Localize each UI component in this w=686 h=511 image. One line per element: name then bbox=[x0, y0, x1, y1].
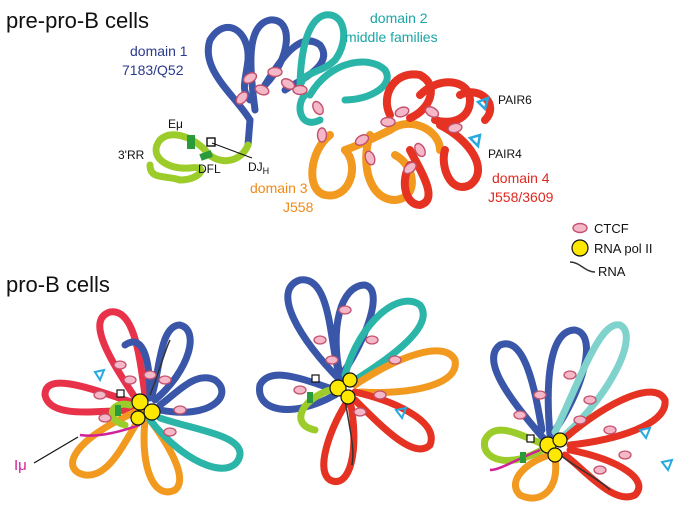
emu-marker bbox=[187, 135, 195, 149]
legend-rna-label: RNA bbox=[598, 264, 626, 279]
imu-pointer bbox=[33, 436, 79, 464]
legend-polii-label: RNA pol II bbox=[594, 241, 653, 256]
legend-rna-swatch bbox=[569, 261, 596, 273]
pair4-marker bbox=[467, 133, 482, 149]
domain-2-sub: middle families bbox=[345, 29, 438, 45]
legend: CTCF RNA pol II RNA bbox=[569, 221, 653, 279]
pair-elements bbox=[467, 95, 490, 149]
dj-box bbox=[206, 137, 216, 147]
legend-polii-swatch bbox=[571, 239, 589, 257]
domain-1-sub: 7183/Q52 bbox=[122, 62, 184, 78]
dj-label-sub: H bbox=[263, 166, 270, 176]
pro-b-rosette-1: Iμ bbox=[14, 308, 244, 496]
dfl-label: DFL bbox=[198, 162, 221, 176]
pair4-label: PAIR4 bbox=[488, 147, 522, 161]
domain-4-label: domain 4 bbox=[492, 170, 550, 186]
heading-pre-pro-b: pre-pro-B cells bbox=[6, 8, 149, 33]
dfl-marker bbox=[199, 150, 214, 161]
pro-b-rosette-3 bbox=[481, 321, 674, 502]
domain-3-loops bbox=[308, 120, 444, 205]
dj-label: DJH bbox=[248, 160, 269, 176]
dj-pointer bbox=[211, 142, 253, 159]
domain-2-label: domain 2 bbox=[370, 10, 428, 26]
domain-3-label: domain 3 bbox=[250, 180, 308, 196]
emu-label: Eμ bbox=[168, 117, 183, 131]
domain-4-sub: J558/3609 bbox=[488, 189, 554, 205]
pair6-label: PAIR6 bbox=[498, 93, 532, 107]
proximal-elements bbox=[187, 135, 253, 161]
legend-ctcf-swatch bbox=[572, 222, 588, 234]
proximal-loops bbox=[146, 131, 252, 184]
rr3-label: 3'RR bbox=[118, 148, 145, 162]
pre-pro-b-panel: pre-pro-B cells bbox=[6, 8, 554, 215]
imu-label: Iμ bbox=[14, 457, 27, 474]
pro-b-rosette-2 bbox=[256, 276, 459, 485]
legend-ctcf-label: CTCF bbox=[594, 221, 629, 236]
domain-1-label: domain 1 bbox=[130, 43, 188, 59]
dj-label-main: DJ bbox=[248, 160, 263, 174]
domain-3-sub: J558 bbox=[283, 199, 314, 215]
pair6-marker bbox=[475, 95, 490, 112]
heading-pro-b: pro-B cells bbox=[6, 272, 110, 297]
ctcf-sites-top bbox=[235, 66, 463, 175]
domain-2-loops bbox=[296, 11, 391, 126]
